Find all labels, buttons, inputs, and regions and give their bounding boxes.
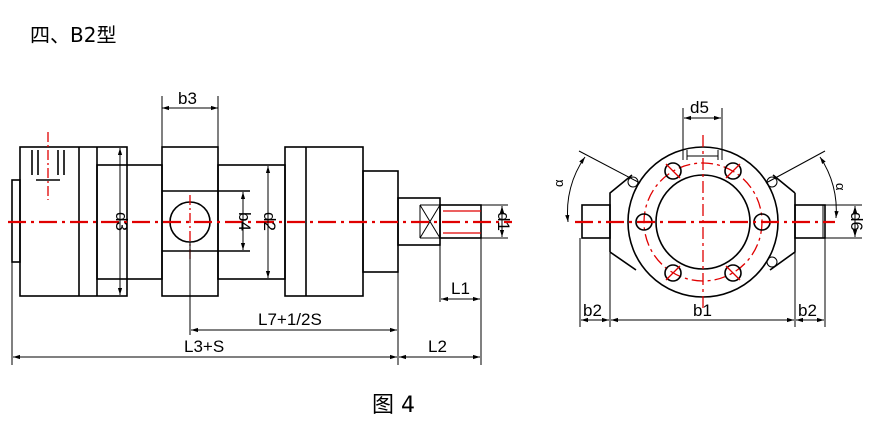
dim-d6: d6	[847, 212, 866, 231]
trunnion-housing	[609, 174, 796, 271]
wrench-flat	[419, 204, 441, 239]
dim-d3: d3	[112, 212, 131, 231]
figure-caption: 图 4	[372, 393, 415, 418]
angle-label-right: α	[833, 183, 848, 191]
dim-b3: b3	[178, 89, 197, 108]
end-view: d5 α α d6 b2 b1 b2	[551, 98, 866, 327]
dim-b2-right: b2	[798, 301, 817, 320]
dim-d5: d5	[690, 98, 709, 117]
dim-d2: d2	[260, 212, 279, 231]
dim-L2: L2	[428, 337, 447, 356]
side-view: b3 d3 b4 d2 d1 L1 L7+1/2S L3+S L2	[8, 89, 513, 365]
angle-label-left: α	[551, 179, 566, 187]
dim-L7: L7+1/2S	[258, 310, 322, 329]
dim-b1: b1	[693, 301, 712, 320]
dim-b4: b4	[235, 212, 254, 231]
figure-title: 四、B2型	[30, 23, 116, 47]
dim-b2-left: b2	[583, 301, 602, 320]
dim-d1: d1	[494, 212, 513, 231]
dim-L3: L3+S	[184, 337, 224, 356]
dim-L1: L1	[451, 279, 470, 298]
